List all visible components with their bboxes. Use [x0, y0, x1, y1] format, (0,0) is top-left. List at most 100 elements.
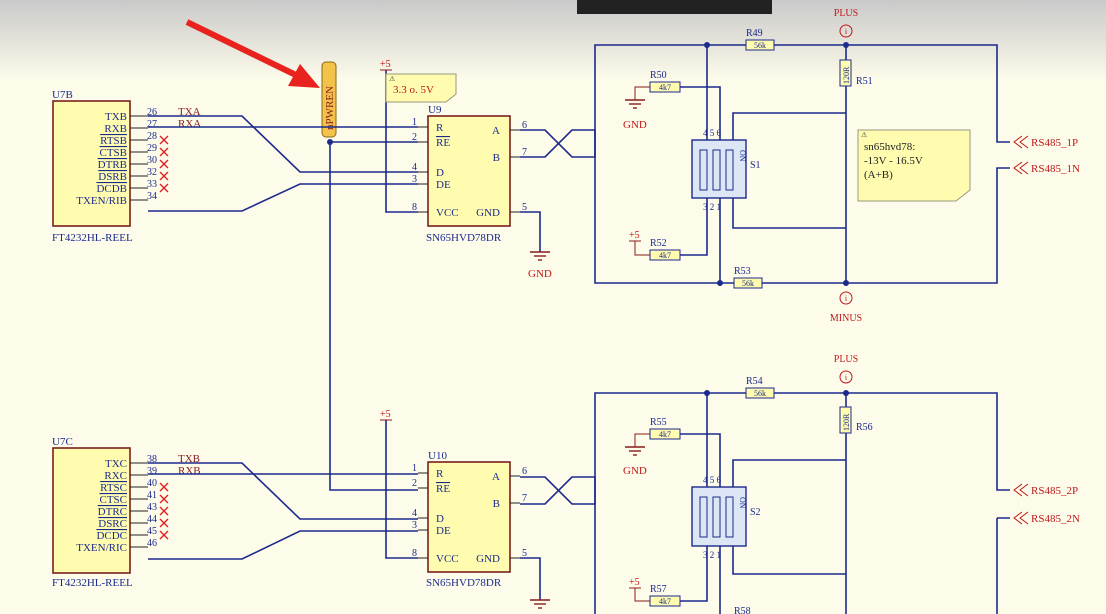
svg-text:3.3 o. 5V: 3.3 o. 5V	[393, 84, 434, 96]
svg-text:⚠: ⚠	[861, 131, 867, 139]
resistor-r57[interactable]: 4k7 R57	[649, 584, 681, 607]
pin-name: DSRB	[98, 171, 127, 183]
pin-name: RTSB	[100, 135, 127, 147]
pin-name: RXC	[104, 470, 127, 482]
svg-text:4k7: 4k7	[659, 83, 671, 92]
pin-number: 2	[412, 478, 417, 489]
pin-name: B	[493, 498, 500, 510]
svg-text:U9: U9	[428, 104, 442, 116]
toolbar-strip	[577, 0, 772, 14]
net-label: RXB	[178, 465, 201, 477]
svg-text:4k7: 4k7	[659, 251, 671, 260]
pin-name: CTSB	[99, 147, 127, 159]
pin-name: TXB	[105, 111, 127, 123]
resistor-r54[interactable]: 56k R54	[745, 376, 775, 399]
no-connect-mark	[159, 506, 169, 516]
pin-number: 2	[412, 132, 417, 143]
pin-name: GND	[476, 207, 500, 219]
resistor-r58[interactable]: R58	[734, 606, 751, 614]
resistor-r49[interactable]: 56k R49	[745, 28, 775, 51]
svg-text:ON: ON	[738, 497, 747, 509]
no-connect-mark	[159, 482, 169, 492]
svg-text:SN65HVD78DR: SN65HVD78DR	[426, 577, 502, 589]
resistor-r51[interactable]: 120R R51	[839, 59, 873, 87]
svg-text:R52: R52	[650, 238, 667, 249]
testpoint-minus-1[interactable]: i MINUS	[830, 291, 862, 324]
net-label: RXA	[178, 118, 201, 130]
svg-text:4 5 6: 4 5 6	[703, 128, 722, 138]
pin-name: R	[436, 468, 444, 480]
ic-u10[interactable]: U10 SN65HVD78DR	[426, 450, 511, 589]
svg-text:RS485_2N: RS485_2N	[1031, 513, 1080, 525]
pin-name: VCC	[436, 553, 459, 565]
gnd-symbol-u10	[530, 599, 550, 609]
pin-number: 3	[412, 174, 417, 185]
svg-text:S2: S2	[750, 507, 761, 518]
ic-u7c[interactable]: U7C FT4232HL-REEL	[52, 436, 133, 589]
pin-number: 8	[412, 548, 417, 559]
svg-text:3 2 1: 3 2 1	[703, 550, 721, 560]
pin-name: VCC	[436, 207, 459, 219]
resistor-r52[interactable]: 4k7 R52	[649, 238, 681, 261]
svg-text:U7C: U7C	[52, 436, 73, 448]
net-label: TXA	[178, 106, 201, 118]
svg-text:R53: R53	[734, 266, 751, 277]
resistor-r55[interactable]: 4k7 R55	[649, 417, 681, 440]
resistor-r56[interactable]: 120R R56	[839, 406, 873, 434]
pin-name: TXC	[105, 458, 127, 470]
no-connect-mark	[159, 147, 169, 157]
pin-name: B	[493, 152, 500, 164]
pin-name: DTRC	[98, 506, 127, 518]
pin-number: 8	[412, 202, 417, 213]
port-rs485-2p[interactable]: RS485_2P	[1013, 483, 1078, 497]
pin-number: 27	[147, 119, 157, 130]
pin-number: 5	[522, 548, 527, 559]
switch-s1[interactable]: ON S1 4 5 6 3 2 1	[691, 128, 761, 212]
gnd-symbol-u9: GND	[528, 251, 552, 280]
annotation-arrow	[185, 19, 320, 88]
port-rs485-1p[interactable]: RS485_1P	[1013, 135, 1078, 149]
pin-name: RE	[436, 483, 450, 495]
pin-name: DE	[436, 525, 451, 537]
no-connect-mark	[159, 530, 169, 540]
testpoint-plus-2[interactable]: i PLUS	[834, 354, 858, 384]
svg-text:R49: R49	[746, 28, 763, 39]
svg-text:120R: 120R	[842, 66, 851, 84]
pin-number: 28	[147, 131, 157, 142]
svg-text:R58: R58	[734, 606, 751, 614]
resistor-r53[interactable]: 56k R53	[733, 266, 763, 289]
net-label: TXB	[178, 453, 200, 465]
pin-number: 34	[147, 191, 157, 202]
svg-text:+5: +5	[380, 409, 391, 420]
pin-name: R	[436, 122, 444, 134]
note-sn65hvd78[interactable]: ⚠ sn65hvd78: -13V - 16.5V (A+B)	[857, 129, 971, 202]
pin-name: RTSC	[100, 482, 127, 494]
svg-text:GND: GND	[528, 268, 552, 280]
supply-plus5-u10: +5	[380, 409, 392, 421]
pin-name: D	[436, 513, 444, 525]
testpoint-plus-1[interactable]: i PLUS	[834, 8, 858, 38]
mpwren-net-label[interactable]: nPWREN	[321, 61, 337, 138]
resistor-r50[interactable]: 4k7 R50	[649, 70, 681, 93]
pin-number: 43	[147, 502, 157, 513]
pin-number: 45	[147, 526, 157, 537]
no-connect-mark	[159, 159, 169, 169]
pin-number: 4	[412, 508, 417, 519]
port-rs485-1n[interactable]: RS485_1N	[1013, 161, 1080, 175]
pin-number: 41	[147, 490, 157, 501]
svg-text:ON: ON	[738, 150, 747, 162]
pin-name: DSRC	[98, 518, 127, 530]
svg-text:PLUS: PLUS	[834, 8, 858, 19]
svg-text:RS485_1P: RS485_1P	[1031, 137, 1078, 149]
port-rs485-2n[interactable]: RS485_2N	[1013, 511, 1080, 525]
svg-text:+5: +5	[629, 577, 640, 588]
note-voltage[interactable]: ⚠ 3.3 o. 5V	[385, 73, 457, 103]
svg-text:+5: +5	[629, 230, 640, 241]
supply-plus5-r57: +5	[629, 577, 650, 602]
svg-text:4 5 6: 4 5 6	[703, 475, 722, 485]
ic-u9[interactable]: U9 SN65HVD78DR	[426, 104, 511, 244]
svg-text:⚠: ⚠	[389, 75, 395, 83]
gnd-symbol-r50: GND	[623, 86, 650, 131]
switch-s2[interactable]: ON S2 4 5 6 3 2 1	[691, 475, 761, 560]
pin-number: 4	[412, 162, 417, 173]
